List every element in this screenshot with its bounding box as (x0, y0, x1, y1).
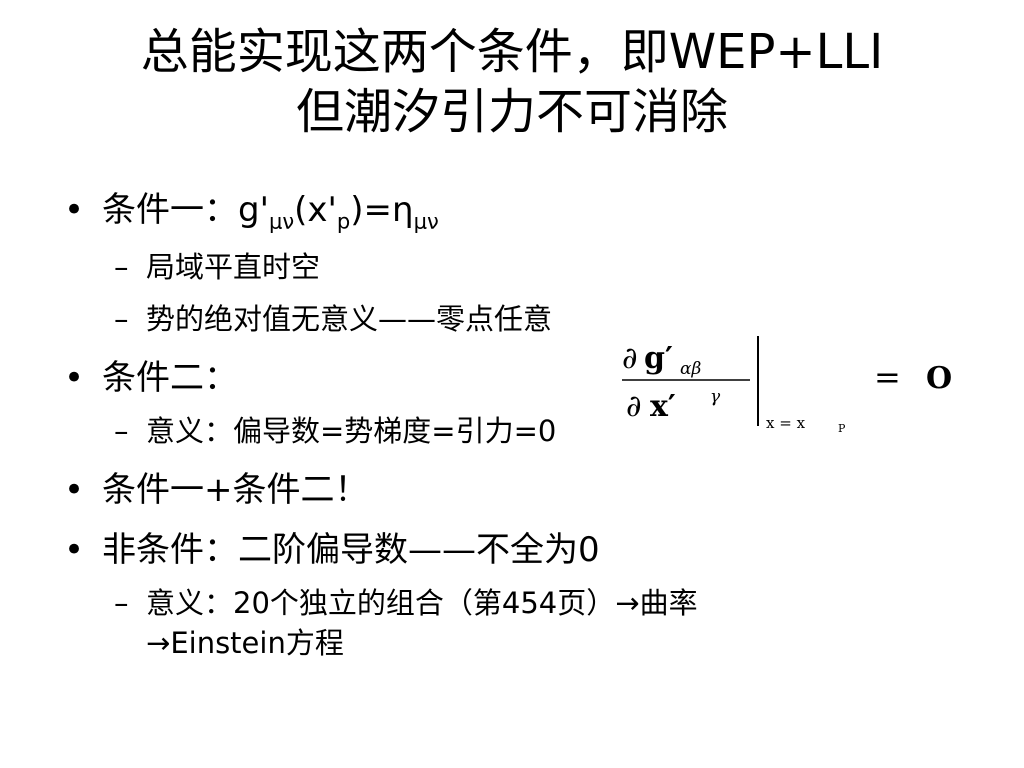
formula-g-subscript: αβ (680, 359, 701, 379)
sub-item-text: 意义：偏导数=势梯度=引力=0 (146, 414, 557, 448)
title-line-2: 但潮汐引力不可消除 (295, 84, 728, 140)
arrow-right-icon: → (146, 626, 171, 660)
title-line-1: 总能实现这两个条件，即WEP+LLI (140, 24, 884, 80)
dash-icon: – (114, 586, 129, 620)
dash-icon: – (114, 250, 129, 284)
bullet-text: 条件一：g'μν(x'p)=ημν (102, 190, 439, 234)
sub-item-text: 势的绝对值无意义——零点任意 (146, 302, 553, 336)
formula-partial-bottom: ∂ (626, 389, 642, 424)
bullet-text: 条件二： (102, 358, 238, 398)
formula-x: x′ (650, 389, 676, 424)
slide-title: 总能实现这两个条件，即WEP+LLI 但潮汐引力不可消除 (40, 22, 984, 142)
formula-equals: = (874, 358, 901, 396)
formula-eval-subscript: P (838, 422, 846, 432)
formula-x-superscript: γ (710, 387, 721, 407)
formula-partial-top: ∂ (622, 341, 638, 376)
dash-icon: – (114, 302, 129, 336)
bullet-dot-icon: • (64, 470, 85, 510)
formula-zero: O (926, 361, 952, 396)
bullet-dot-icon: • (64, 190, 85, 230)
bullet-dot-icon: • (64, 358, 85, 398)
bullet-text: 条件一+条件二！ (102, 470, 369, 510)
sub-item-text: 意义：20个独立的组合（第454页）→曲率 (146, 586, 698, 620)
arrow-right-icon: → (615, 586, 640, 620)
formula-g: g′ (644, 341, 673, 376)
bullet-text: 非条件：二阶偏导数——不全为0 (102, 530, 600, 570)
bullet-dot-icon: • (64, 530, 85, 570)
dash-icon: – (114, 414, 129, 448)
formula-eval-point: x = x (766, 414, 806, 432)
sub-item-text: →Einstein方程 (146, 626, 344, 660)
sub-item-text: 局域平直时空 (146, 250, 321, 284)
partial-derivative-formula: ∂ g′ αβ ∂ x′ γ x = x P = O (616, 332, 976, 432)
